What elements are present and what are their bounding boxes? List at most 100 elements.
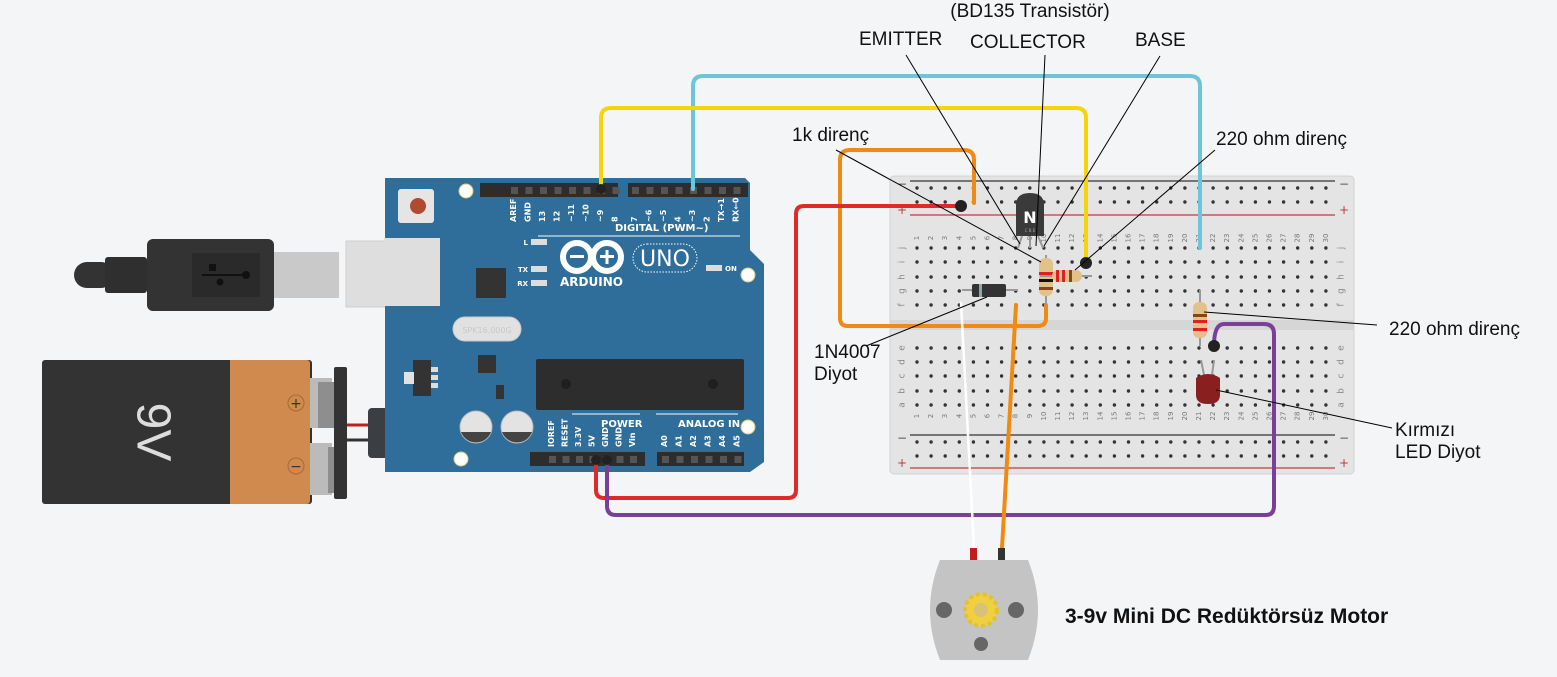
digital-pin-socket[interactable]: [646, 187, 654, 194]
power-pin-socket[interactable]: [630, 456, 637, 463]
breadboard-hole[interactable]: [1267, 403, 1272, 407]
breadboard-hole[interactable]: [1084, 389, 1088, 393]
breadboard-hole[interactable]: [943, 360, 947, 364]
rail-hole[interactable]: [1042, 454, 1046, 458]
breadboard-hole[interactable]: [1155, 360, 1159, 364]
power-pin-socket[interactable]: [562, 456, 570, 463]
breadboard-hole[interactable]: [1239, 275, 1244, 279]
rail-hole[interactable]: [1324, 440, 1328, 444]
breadboard-hole[interactable]: [971, 374, 976, 378]
rail-hole[interactable]: [1324, 454, 1328, 458]
rail-hole[interactable]: [1126, 440, 1131, 444]
breadboard-hole[interactable]: [1098, 260, 1103, 264]
breadboard-hole[interactable]: [1211, 260, 1215, 264]
breadboard-hole[interactable]: [1169, 374, 1173, 378]
breadboard-hole[interactable]: [1225, 303, 1229, 307]
rail-hole[interactable]: [1112, 186, 1117, 190]
breadboard-hole[interactable]: [1183, 275, 1187, 279]
breadboard-hole[interactable]: [1112, 346, 1117, 350]
breadboard-hole[interactable]: [1140, 303, 1145, 307]
breadboard-hole[interactable]: [1084, 360, 1088, 364]
breadboard-hole[interactable]: [929, 289, 933, 293]
breadboard-hole[interactable]: [1267, 275, 1272, 279]
dc-motor[interactable]: [930, 548, 1038, 660]
breadboard-hole[interactable]: [1183, 389, 1187, 393]
breadboard-hole[interactable]: [1126, 289, 1131, 293]
rail-hole[interactable]: [1324, 200, 1328, 204]
rail-hole[interactable]: [1014, 186, 1018, 190]
rail-hole[interactable]: [971, 440, 976, 444]
rail-hole[interactable]: [1253, 440, 1258, 444]
breadboard-hole[interactable]: [943, 260, 947, 264]
breadboard-hole[interactable]: [1014, 260, 1018, 264]
breadboard-hole[interactable]: [915, 360, 919, 364]
rail-hole[interactable]: [1211, 454, 1215, 458]
breadboard-hole[interactable]: [1126, 260, 1131, 264]
rail-hole[interactable]: [1239, 454, 1244, 458]
breadboard-hole[interactable]: [957, 260, 961, 264]
breadboard-hole[interactable]: [1028, 389, 1032, 393]
breadboard-hole[interactable]: [957, 246, 961, 250]
rail-hole[interactable]: [1296, 186, 1300, 190]
breadboard-hole[interactable]: [957, 389, 961, 393]
breadboard-hole[interactable]: [1112, 289, 1117, 293]
breadboard-hole[interactable]: [1324, 360, 1328, 364]
breadboard-hole[interactable]: [1084, 303, 1088, 307]
rail-hole[interactable]: [1169, 440, 1173, 444]
rail-hole[interactable]: [1112, 454, 1117, 458]
breadboard-hole[interactable]: [1310, 289, 1314, 293]
breadboard-hole[interactable]: [1084, 403, 1088, 407]
rail-hole[interactable]: [1098, 440, 1103, 444]
breadboard-hole[interactable]: [1253, 246, 1258, 250]
breadboard-hole[interactable]: [1324, 403, 1328, 407]
breadboard-hole[interactable]: [971, 360, 976, 364]
breadboard-hole[interactable]: [1042, 374, 1046, 378]
breadboard-hole[interactable]: [1140, 289, 1145, 293]
breadboard-hole[interactable]: [999, 403, 1004, 407]
rail-hole[interactable]: [1014, 454, 1018, 458]
breadboard-hole[interactable]: [915, 346, 919, 350]
digital-pin-socket[interactable]: [583, 187, 591, 194]
analog-pin-socket[interactable]: [705, 456, 713, 463]
breadboard-hole[interactable]: [1070, 360, 1074, 364]
breadboard-hole[interactable]: [915, 389, 919, 393]
breadboard-hole[interactable]: [1281, 260, 1286, 264]
rail-hole[interactable]: [1225, 454, 1229, 458]
breadboard-hole[interactable]: [999, 346, 1004, 350]
wire-orange-base[interactable]: [838, 148, 1048, 328]
breadboard-hole[interactable]: [1296, 374, 1300, 378]
rail-hole[interactable]: [1056, 186, 1060, 190]
breadboard-hole[interactable]: [1253, 260, 1258, 264]
rail-hole[interactable]: [1169, 200, 1173, 204]
digital-pin-socket[interactable]: [540, 187, 547, 194]
resistor-220-led[interactable]: [1193, 290, 1207, 346]
digital-pin-socket[interactable]: [511, 187, 518, 194]
rail-hole[interactable]: [1126, 186, 1131, 190]
breadboard-hole[interactable]: [1112, 403, 1117, 407]
breadboard-hole[interactable]: [1324, 346, 1328, 350]
breadboard-hole[interactable]: [1028, 360, 1032, 364]
breadboard-hole[interactable]: [929, 374, 933, 378]
breadboard-hole[interactable]: [1098, 346, 1103, 350]
breadboard-hole[interactable]: [957, 360, 961, 364]
breadboard-hole[interactable]: [1239, 346, 1244, 350]
breadboard-hole[interactable]: [1197, 260, 1201, 264]
breadboard-hole[interactable]: [1197, 360, 1201, 364]
breadboard-hole[interactable]: [1140, 346, 1145, 350]
digital-pin-socket[interactable]: [632, 187, 639, 194]
breadboard-hole[interactable]: [1084, 289, 1088, 293]
breadboard-hole[interactable]: [1056, 403, 1060, 407]
breadboard-hole[interactable]: [1239, 403, 1244, 407]
breadboard-hole[interactable]: [1028, 346, 1032, 350]
rail-hole[interactable]: [1239, 186, 1244, 190]
breadboard-hole[interactable]: [1281, 289, 1286, 293]
breadboard-hole[interactable]: [1211, 289, 1215, 293]
breadboard-hole[interactable]: [1310, 403, 1314, 407]
breadboard-hole[interactable]: [1126, 346, 1131, 350]
breadboard-hole[interactable]: [1028, 374, 1032, 378]
breadboard-hole[interactable]: [1014, 374, 1018, 378]
breadboard-hole[interactable]: [1225, 275, 1229, 279]
breadboard-hole[interactable]: [1225, 403, 1229, 407]
breadboard-hole[interactable]: [1028, 275, 1032, 279]
breadboard-hole[interactable]: [1098, 303, 1103, 307]
